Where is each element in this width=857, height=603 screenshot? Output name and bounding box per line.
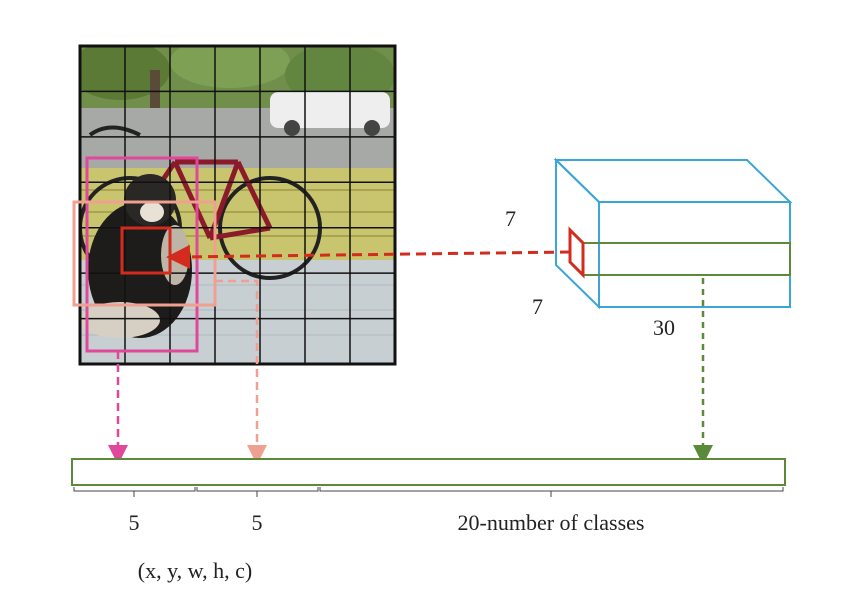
tensor-cell-highlight [570, 230, 583, 275]
classes-label: 20-number of classes [458, 510, 645, 535]
input-photo [70, 36, 395, 364]
box-params-label: (x, y, w, h, c) [138, 558, 252, 583]
box1-size-label: 5 [129, 510, 140, 535]
output-vector [72, 459, 785, 485]
tensor-depth-label: 30 [653, 315, 675, 340]
box2-size-label: 5 [252, 510, 263, 535]
tensor-height-label: 7 [505, 206, 516, 231]
tensor-cell-vector [583, 243, 790, 275]
vector-braces [74, 487, 783, 497]
output-tensor [556, 160, 790, 307]
tensor-width-label: 7 [532, 294, 543, 319]
